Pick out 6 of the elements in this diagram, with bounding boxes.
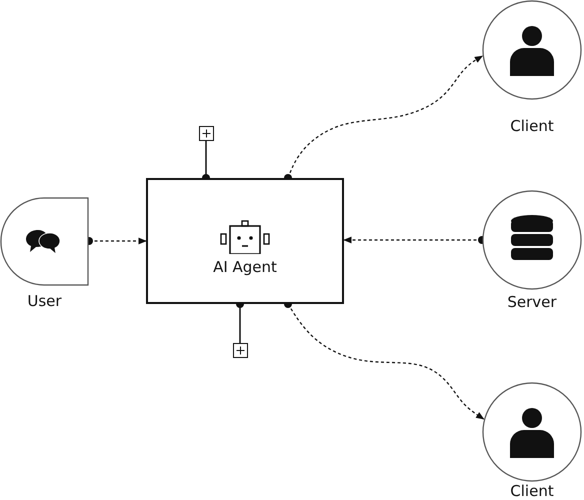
node-label: User [26,292,63,310]
agent-box [146,178,344,304]
node-label: Client [509,482,555,500]
node-label: Client [509,117,555,135]
node-label: Server [506,293,558,311]
node-label: AI Agent [212,258,278,276]
